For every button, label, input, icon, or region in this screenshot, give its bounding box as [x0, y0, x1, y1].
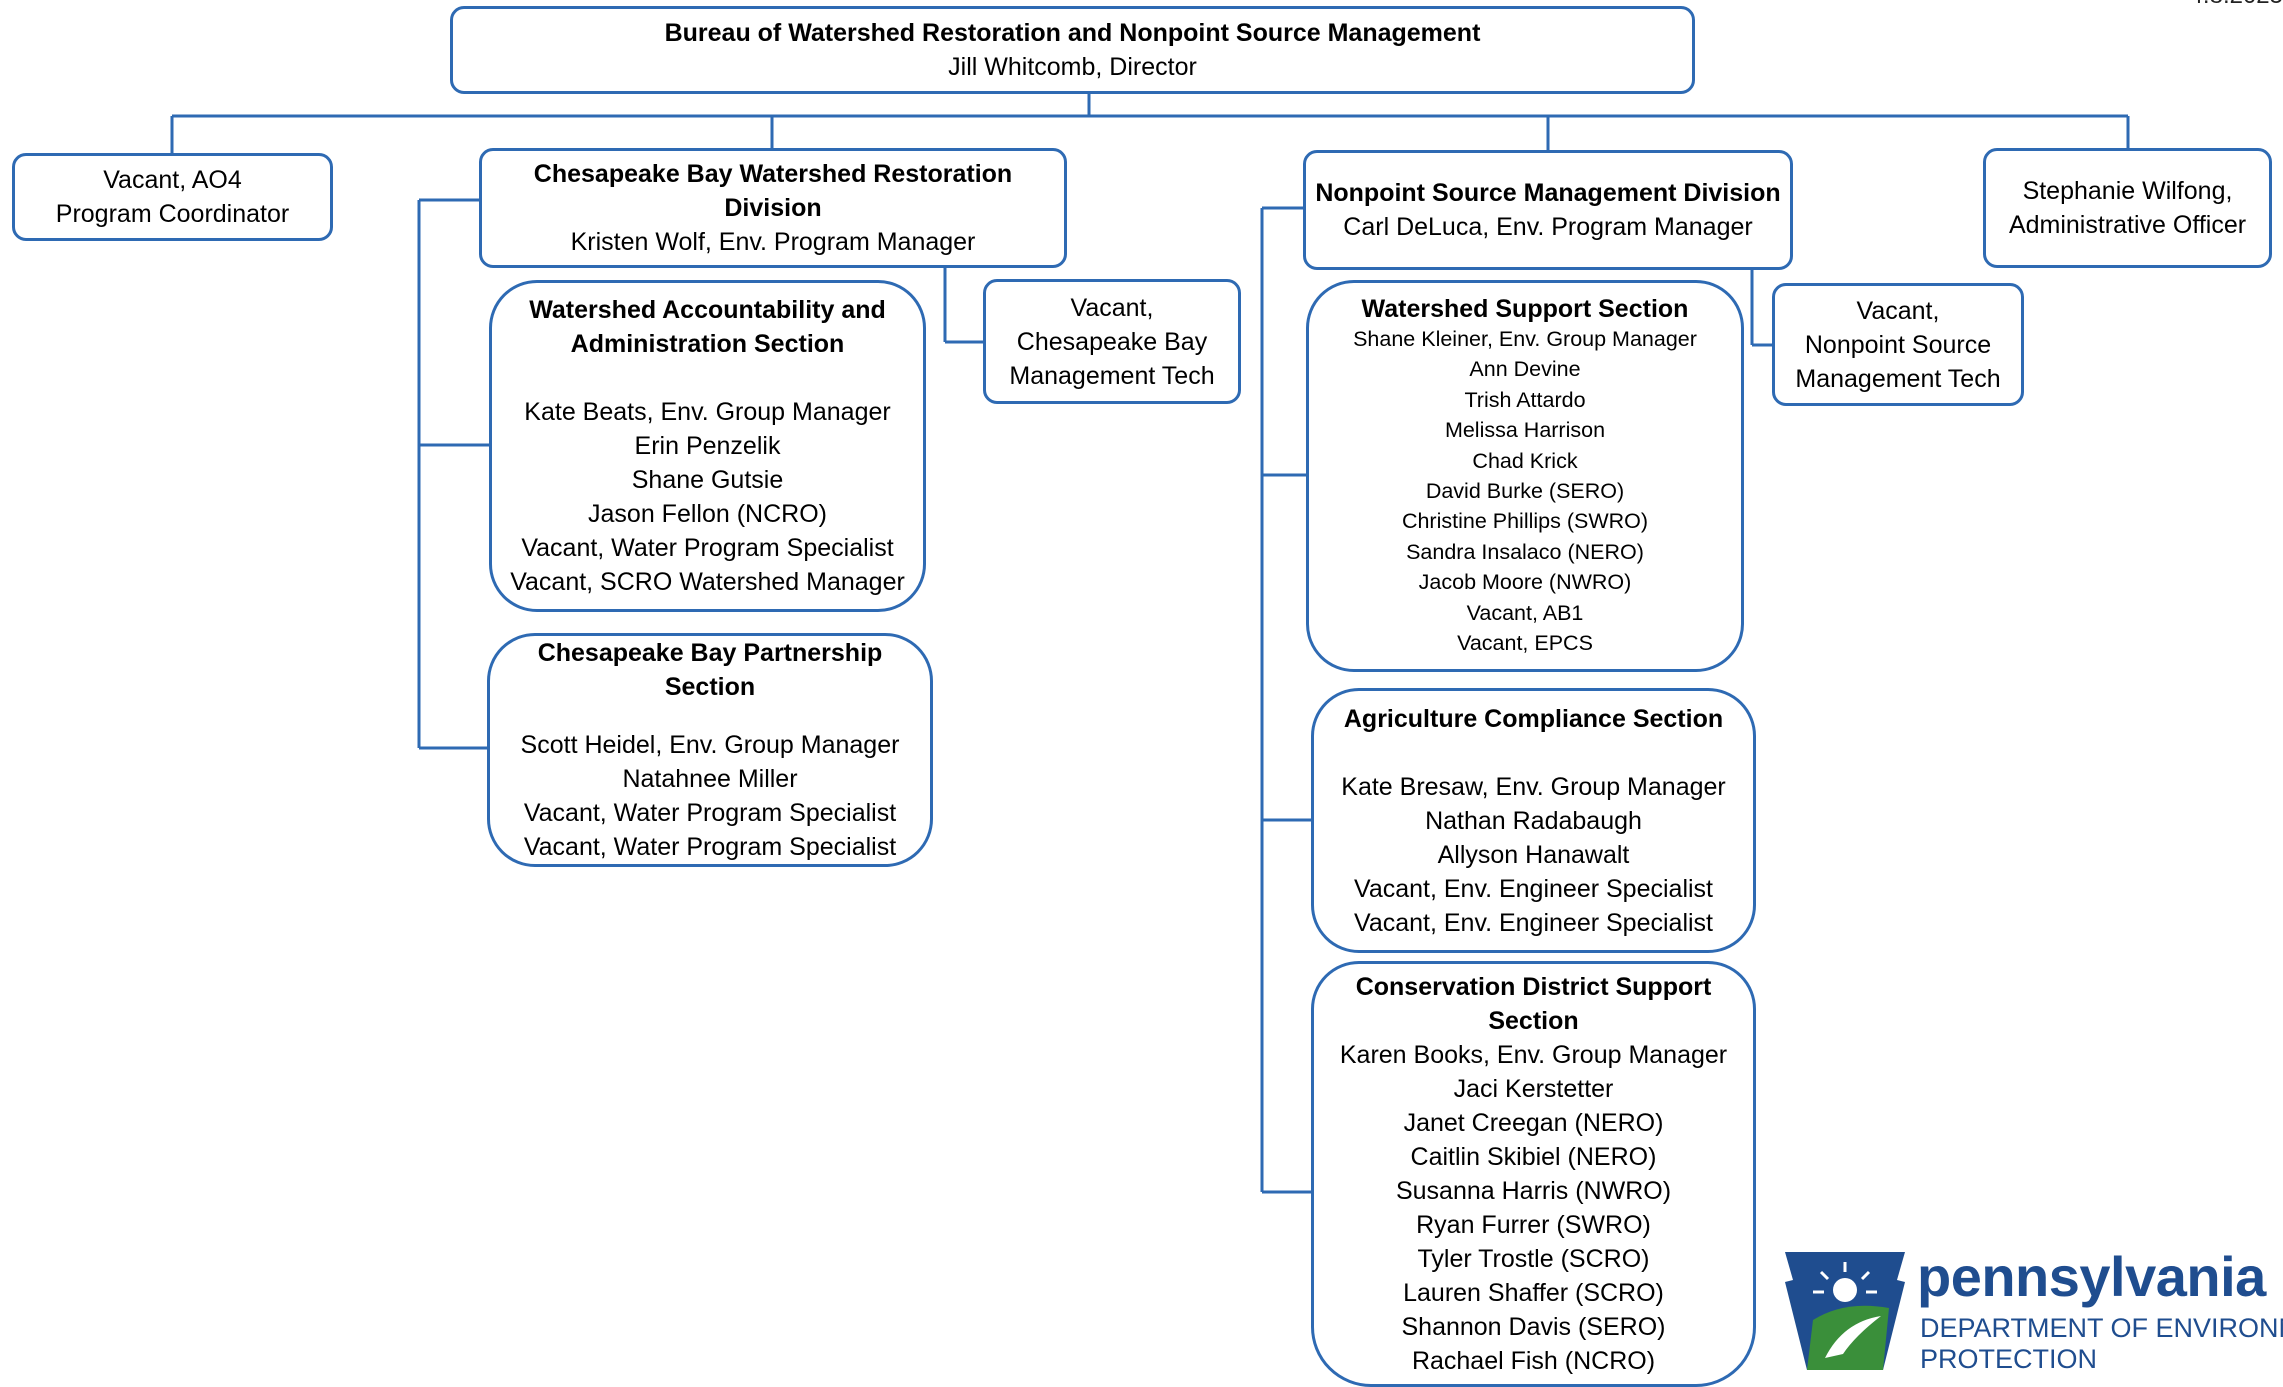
cd-member: Janet Creegan (NERO): [1403, 1109, 1664, 1137]
admin-officer-line: Stephanie Wilfong,: [2022, 177, 2233, 205]
nps-tech-line: Vacant,: [1856, 296, 1940, 325]
cd-member: Tyler Trostle (SCRO): [1417, 1245, 1650, 1273]
nps-division-manager: Carl DeLuca, Env. Program Manager: [1343, 213, 1753, 241]
ws-member: Jacob Moore (NWRO): [1418, 570, 1632, 595]
ws-member: Melissa Harrison: [1444, 418, 1606, 443]
cd-member: Rachael Fish (NCRO): [1411, 1347, 1656, 1375]
cb-division-box: Chesapeake Bay Watershed Restoration Div…: [479, 148, 1067, 268]
wa-member: Shane Gutsie: [631, 466, 784, 494]
ao4-coordinator-box: Vacant, AO4 Program Coordinator: [12, 153, 333, 241]
cd-section-title: Conservation District Support: [1355, 973, 1712, 1001]
cbp-member: Natahnee Miller: [622, 765, 798, 793]
ws-member: Shane Kleiner, Env. Group Manager: [1353, 326, 1697, 351]
wa-member: Vacant, Water Program Specialist: [521, 534, 894, 562]
ao4-line: Program Coordinator: [55, 200, 290, 228]
logo-department-line: DEPARTMENT OF ENVIRONMENTAL: [1920, 1313, 2283, 1343]
ao4-line: Vacant, AO4: [103, 166, 242, 194]
cbp-member: Scott Heidel, Env. Group Manager: [520, 731, 900, 759]
cd-member: Caitlin Skibiel (NERO): [1410, 1143, 1657, 1171]
nps-management-tech-box: Vacant, Nonpoint Source Management Tech: [1772, 283, 2024, 406]
ws-member: Ann Devine: [1469, 357, 1581, 382]
admin-officer-line: Administrative Officer: [2008, 211, 2247, 239]
watershed-support-section-box: Watershed Support Section Shane Kleiner,…: [1306, 280, 1744, 672]
ws-member: Vacant, EPCS: [1457, 631, 1593, 656]
logo-department: DEPARTMENT OF ENVIRONMENTAL PROTECTION: [1920, 1313, 2283, 1375]
keystone-emblem-icon: [1785, 1252, 1905, 1370]
pa-dep-logo: pennsylvania DEPARTMENT OF ENVIRONMENTAL…: [1785, 1245, 2283, 1387]
agriculture-compliance-section-box: Agriculture Compliance Section Kate Bres…: [1311, 688, 1756, 953]
bureau-director: Jill Whitcomb, Director: [948, 53, 1197, 81]
ws-member: Christine Phillips (SWRO): [1401, 509, 1649, 534]
nps-division-title: Nonpoint Source Management Division: [1315, 179, 1781, 207]
bureau-title: Bureau of Watershed Restoration and Nonp…: [664, 19, 1481, 47]
wa-member: Jason Fellon (NCRO): [588, 500, 827, 528]
cb-division-title: Chesapeake Bay Watershed Restoration Div…: [533, 160, 1013, 222]
ws-member: Trish Attardo: [1464, 387, 1586, 412]
cd-member: Susanna Harris (NWRO): [1395, 1177, 1672, 1205]
wa-section-title: Administration Section: [570, 330, 845, 358]
cb-tech-line: Management Tech: [1009, 361, 1215, 390]
ag-member: Allyson Hanawalt: [1437, 840, 1630, 869]
ws-member: Vacant, AB1: [1466, 600, 1584, 625]
date-label: 4.8.2025: [2190, 0, 2283, 10]
cb-division-manager: Kristen Wolf, Env. Program Manager: [570, 228, 976, 256]
ws-member: Sandra Insalaco (NERO): [1406, 539, 1644, 564]
ag-member: Vacant, Env. Engineer Specialist: [1354, 874, 1713, 903]
bureau-box: Bureau of Watershed Restoration and Nonp…: [450, 6, 1695, 94]
ag-member: Nathan Radabaugh: [1425, 806, 1642, 835]
cb-tech-line: Chesapeake Bay: [1016, 327, 1208, 356]
nps-division-box: Nonpoint Source Management Division Carl…: [1303, 150, 1793, 270]
wa-member: Kate Beats, Env. Group Manager: [524, 398, 891, 426]
ag-member: Vacant, Env. Engineer Specialist: [1354, 908, 1713, 937]
cbp-member: Vacant, Water Program Specialist: [523, 833, 897, 861]
cb-partnership-section-box: Chesapeake Bay Partnership Section Scott…: [487, 633, 933, 867]
cbp-member: Vacant, Water Program Specialist: [523, 799, 897, 827]
wa-member: Vacant, SCRO Watershed Manager: [510, 568, 905, 596]
cbp-section-title: Chesapeake Bay Partnership Section: [537, 639, 883, 701]
logo-wordmark: pennsylvania: [1917, 1245, 2266, 1308]
logo-department-line: PROTECTION: [1920, 1344, 2098, 1374]
cd-section-title: Section: [1488, 1007, 1579, 1035]
cb-tech-line: Vacant,: [1070, 293, 1154, 322]
ag-section-title: Agriculture Compliance Section: [1343, 704, 1724, 733]
wa-member: Erin Penzelik: [634, 432, 781, 460]
cd-member: Shannon Davis (SERO): [1401, 1313, 1666, 1341]
wa-section-title: Watershed Accountability and: [529, 296, 886, 324]
watershed-accountability-section-box: Watershed Accountability and Administrat…: [489, 280, 926, 612]
ag-member: Kate Bresaw, Env. Group Manager: [1341, 772, 1726, 801]
cd-member: Jaci Kerstetter: [1453, 1075, 1614, 1103]
cb-management-tech-box: Vacant, Chesapeake Bay Management Tech: [983, 279, 1241, 404]
cd-member: Lauren Shaffer (SCRO): [1403, 1279, 1664, 1307]
conservation-district-section-box: Conservation District Support Section Ka…: [1311, 961, 1756, 1387]
nps-tech-line: Nonpoint Source: [1804, 330, 1992, 359]
nps-tech-line: Management Tech: [1795, 364, 2001, 393]
cd-member: Ryan Furrer (SWRO): [1416, 1211, 1651, 1239]
ws-member: David Burke (SERO): [1425, 479, 1625, 503]
administrative-officer-box: Stephanie Wilfong, Administrative Office…: [1983, 148, 2272, 268]
ws-section-title: Watershed Support Section: [1361, 294, 1689, 323]
ws-member: Chad Krick: [1472, 448, 1578, 473]
cd-member: Karen Books, Env. Group Manager: [1339, 1041, 1728, 1069]
